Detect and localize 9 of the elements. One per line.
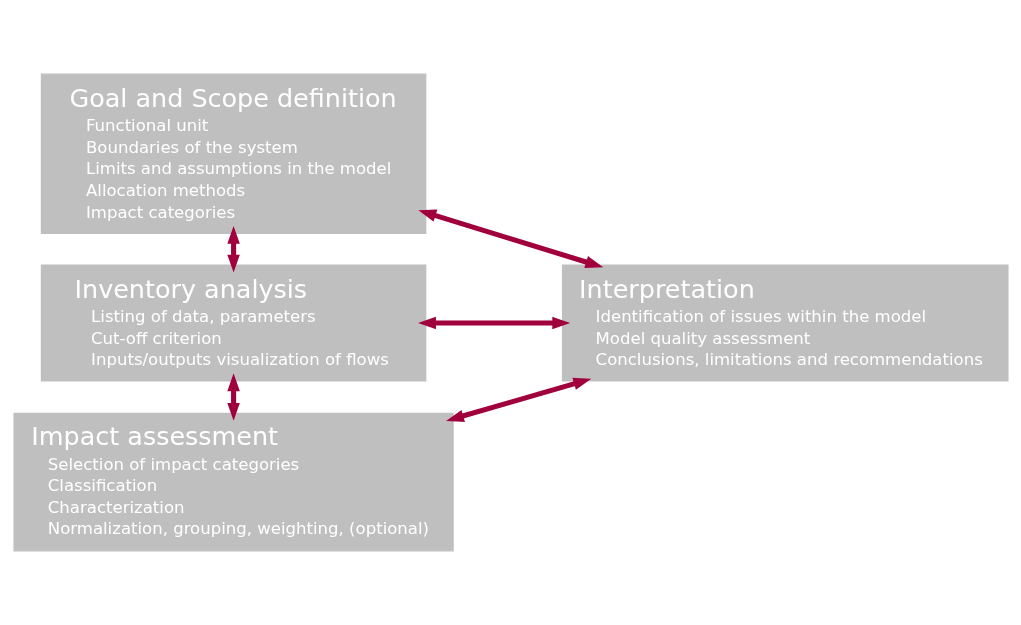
arrow (417, 209, 603, 268)
arrow (417, 316, 570, 330)
arrow (226, 225, 240, 273)
node-box: Interpretation Identification of issues within the model Model quality assessment Conclusions, limitations and recommendations (561, 264, 1009, 382)
arrow (445, 377, 591, 422)
node-box: Impact assessment Selection of impact categories Classification Characterization Normalization, grouping, weighting, (optional) (12, 412, 454, 552)
arrow (226, 373, 240, 421)
node-box: Inventory analysis Listing of data, parameters Cut-off criterion Inputs/outputs visualization of flows (40, 264, 426, 382)
node-box: Goal and Scope definition Functional unit Boundaries of the system Limits and assumptions in the model Allocation methods Impact categories (40, 73, 426, 234)
